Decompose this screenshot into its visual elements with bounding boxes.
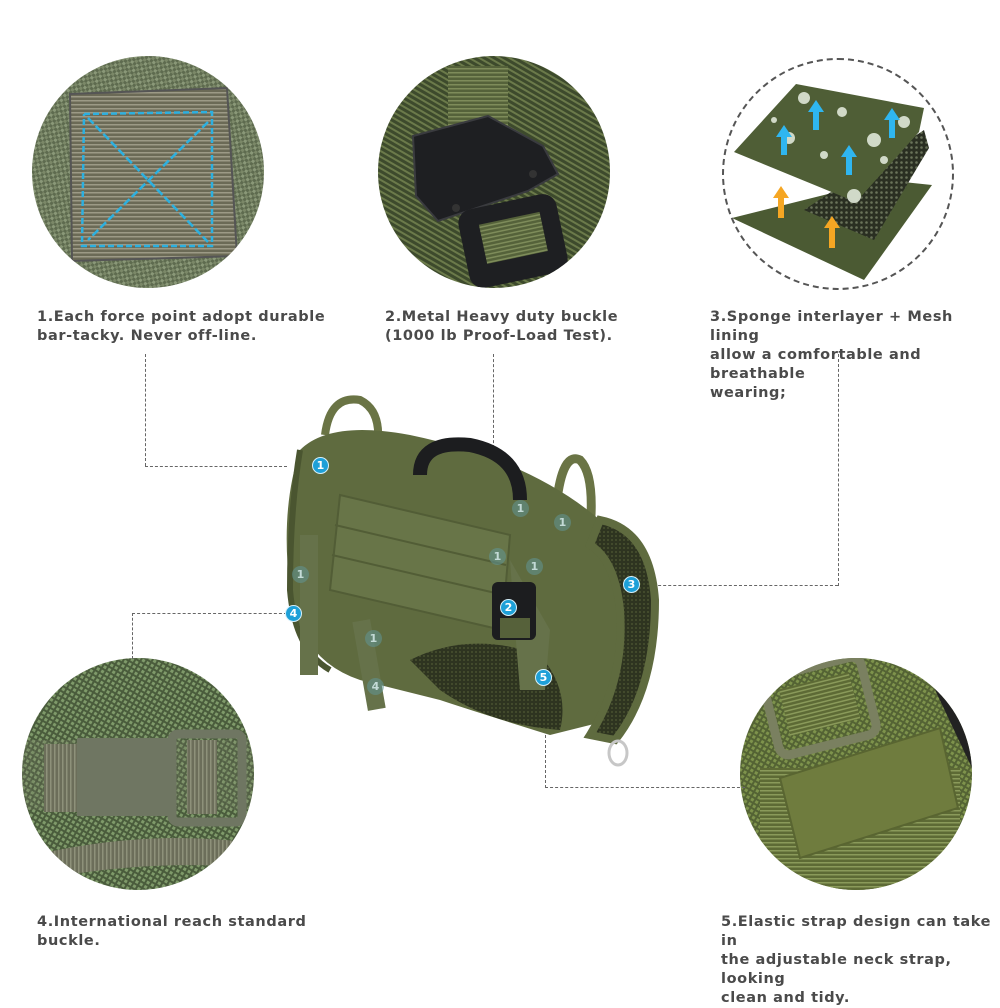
marker-secondary-1: 1 bbox=[292, 566, 309, 583]
detail-image-sponge-mesh-layers bbox=[722, 58, 954, 290]
detail-image-side-release-buckle bbox=[22, 658, 254, 890]
detail-image-elastic-strap bbox=[740, 658, 972, 890]
marker-secondary-1: 1 bbox=[554, 514, 571, 531]
marker-secondary-1: 1 bbox=[489, 548, 506, 565]
detail-image-bar-tack bbox=[32, 56, 264, 288]
marker-2: 2 bbox=[500, 599, 517, 616]
feature-caption-3: 3.Sponge interlayer + Mesh lining allow … bbox=[710, 309, 953, 401]
marker-3: 3 bbox=[623, 576, 640, 593]
marker-secondary-1: 1 bbox=[365, 630, 382, 647]
dog-harness-product-image bbox=[270, 390, 690, 780]
marker-secondary-1: 1 bbox=[512, 500, 529, 517]
marker-1: 1 bbox=[312, 457, 329, 474]
marker-4: 4 bbox=[285, 605, 302, 622]
feature-caption-2: 2.Metal Heavy duty buckle (1000 lb Proof… bbox=[385, 309, 619, 344]
marker-5: 5 bbox=[535, 669, 552, 686]
marker-secondary-4: 4 bbox=[367, 678, 384, 695]
detail-image-metal-buckle bbox=[378, 56, 610, 288]
marker-secondary-1: 1 bbox=[526, 558, 543, 575]
feature-caption-1: 1.Each force point adopt durable bar-tac… bbox=[37, 309, 326, 344]
feature-caption-4: 4.International reach standard buckle. bbox=[37, 914, 307, 949]
feature-caption-5: 5.Elastic strap design can take in the a… bbox=[721, 914, 992, 1006]
